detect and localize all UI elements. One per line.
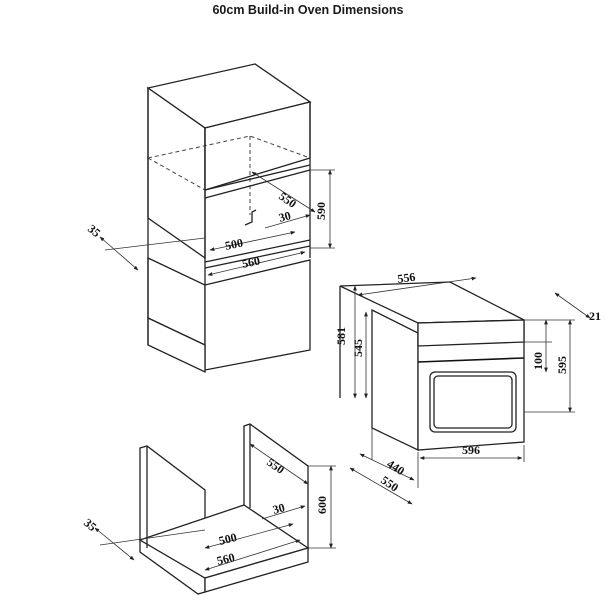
- tall-depth-line: [251, 171, 316, 213]
- under-width-outer-line: [204, 539, 301, 571]
- under-offset-line: [94, 527, 135, 561]
- tall-cabinet-dimensions: 550 30 500 560 35 590: [85, 169, 335, 276]
- oven: [339, 281, 525, 452]
- oven-front-width-label: 596: [462, 443, 480, 457]
- oven-height-total-label: 581: [334, 327, 348, 345]
- tall-cabinet: [146, 63, 312, 374]
- oven-door-window: [429, 371, 517, 433]
- tall-width-inner-line: [209, 231, 296, 251]
- oven-front-depth-line: [554, 292, 591, 319]
- under-width-outer-label: 560: [215, 550, 236, 568]
- tall-niche-bracket: [244, 209, 257, 226]
- under-offset-label: 35: [81, 516, 99, 534]
- oven-top: [339, 281, 525, 324]
- oven-width-line: [357, 276, 477, 297]
- tall-width-outer-label: 560: [241, 253, 262, 270]
- page-title: 60cm Build-in Oven Dimensions: [212, 3, 404, 17]
- oven-door-glass: [433, 375, 513, 429]
- tall-width-inner-label: 500: [224, 235, 245, 252]
- oven-panel-label: 100: [531, 352, 545, 370]
- under-offset-extension: [99, 529, 206, 546]
- tall-width-outer-line: [207, 251, 306, 276]
- tall-depth-label: 550: [276, 189, 299, 211]
- tall-inner-depth-label: 30: [277, 208, 292, 225]
- under-height-label: 600: [315, 496, 329, 514]
- oven-side: [371, 308, 419, 452]
- under-depth-line: [249, 443, 309, 485]
- tall-offset-line: [99, 236, 139, 271]
- tall-height-label: 590: [314, 202, 328, 220]
- under-inner-depth-line: [261, 505, 306, 520]
- tall-cabinet-lower-front: [204, 259, 311, 371]
- tall-niche-hidden-top-left: [147, 157, 206, 191]
- oven-width-label: 556: [396, 270, 416, 286]
- oven-front-height-label: 595: [555, 356, 569, 374]
- under-inner-depth-label: 30: [271, 500, 286, 517]
- tall-offset-extension: [104, 237, 206, 251]
- oven-control-panel: [417, 319, 525, 347]
- tall-inner-depth-line: [264, 214, 311, 229]
- oven-depth-total-line: [349, 467, 413, 505]
- oven-height-body-label: 545: [351, 339, 365, 357]
- oven-panel-divider: [417, 357, 525, 363]
- oven-front-depth-label: 21: [589, 309, 601, 323]
